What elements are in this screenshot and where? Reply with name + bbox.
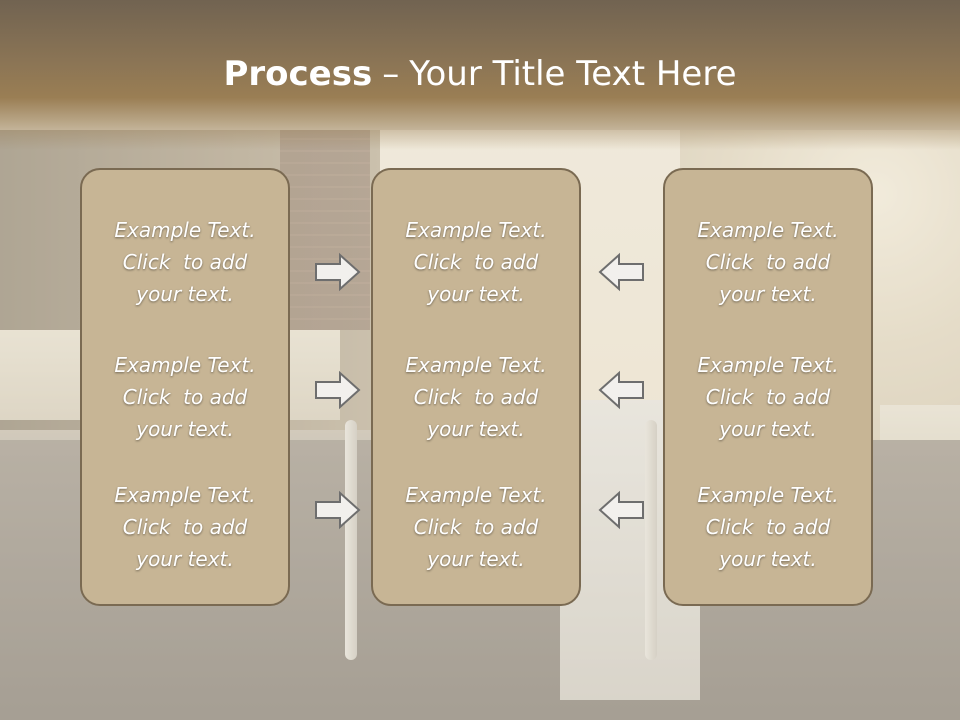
text-line: Example Text.: [697, 353, 839, 377]
text-line: Example Text.: [405, 483, 547, 507]
text-line: your text.: [719, 282, 817, 306]
text-line: Click to add: [705, 250, 831, 274]
text-line: Click to add: [122, 515, 248, 539]
panel-text-block[interactable]: Example Text. Click to add your text.: [82, 214, 288, 310]
text-line: Click to add: [413, 250, 539, 274]
title-band: [0, 0, 960, 150]
text-line: your text.: [136, 417, 234, 441]
text-line: your text.: [136, 282, 234, 306]
text-line: Click to add: [122, 250, 248, 274]
text-line: Example Text.: [114, 218, 256, 242]
panel-text-block[interactable]: Example Text. Click to add your text.: [373, 214, 579, 310]
text-line: Click to add: [413, 385, 539, 409]
text-line: Example Text.: [114, 483, 256, 507]
bg-bed-post: [345, 420, 357, 660]
text-line: your text.: [427, 417, 525, 441]
panel-left[interactable]: Example Text. Click to add your text. Ex…: [80, 168, 290, 606]
arrow-left-icon[interactable]: [596, 252, 646, 292]
slide-title[interactable]: Process–Your Title Text Here: [0, 54, 960, 94]
panel-text-block[interactable]: Example Text. Click to add your text.: [665, 349, 871, 445]
text-line: Example Text.: [405, 353, 547, 377]
text-line: your text.: [719, 417, 817, 441]
arrow-right-icon[interactable]: [313, 252, 363, 292]
text-line: Example Text.: [405, 218, 547, 242]
title-separator: –: [382, 54, 400, 94]
text-line: Example Text.: [114, 353, 256, 377]
title-bold-text: Process: [223, 54, 373, 94]
panel-text-block[interactable]: Example Text. Click to add your text.: [373, 349, 579, 445]
text-line: your text.: [427, 282, 525, 306]
text-line: Click to add: [122, 385, 248, 409]
panel-text-block[interactable]: Example Text. Click to add your text.: [82, 479, 288, 575]
arrow-right-icon[interactable]: [313, 370, 363, 410]
title-rest-text: Your Title Text Here: [409, 54, 737, 94]
bg-brick-wall: [280, 130, 370, 330]
panel-text-block[interactable]: Example Text. Click to add your text.: [82, 349, 288, 445]
arrow-left-icon[interactable]: [596, 370, 646, 410]
text-line: Example Text.: [697, 218, 839, 242]
text-line: Example Text.: [697, 483, 839, 507]
text-line: your text.: [719, 547, 817, 571]
panel-text-block[interactable]: Example Text. Click to add your text.: [665, 479, 871, 575]
text-line: Click to add: [705, 385, 831, 409]
panel-text-block[interactable]: Example Text. Click to add your text.: [665, 214, 871, 310]
panel-text-block[interactable]: Example Text. Click to add your text.: [373, 479, 579, 575]
text-line: your text.: [427, 547, 525, 571]
bg-bed-post: [645, 420, 657, 660]
arrow-left-icon[interactable]: [596, 490, 646, 530]
panel-right[interactable]: Example Text. Click to add your text. Ex…: [663, 168, 873, 606]
arrow-right-icon[interactable]: [313, 490, 363, 530]
text-line: Click to add: [413, 515, 539, 539]
text-line: your text.: [136, 547, 234, 571]
text-line: Click to add: [705, 515, 831, 539]
panel-center[interactable]: Example Text. Click to add your text. Ex…: [371, 168, 581, 606]
